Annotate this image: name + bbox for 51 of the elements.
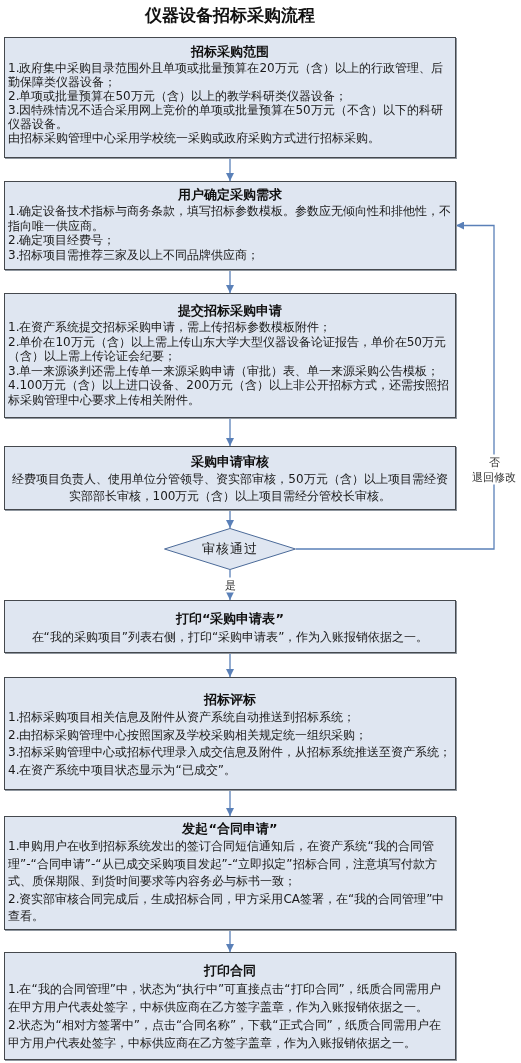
arrow xyxy=(226,417,234,447)
decision-diamond xyxy=(164,528,296,570)
arrow xyxy=(226,789,234,817)
step-heading: 用户确定采购需求 xyxy=(177,186,283,204)
diagram-title: 仪器设备招标采购流程 xyxy=(145,4,315,26)
step-heading: 打印合同 xyxy=(202,962,257,980)
process-box xyxy=(4,816,456,930)
step-text: 2.确定项目经费号； xyxy=(8,233,117,248)
step-text: 1.确定设备技术指标与商务条款，填写招标参数模板。参数应无倾向性和排他性，不指向唯一供应商。 xyxy=(8,204,452,233)
step-heading: 发起“合同申请” xyxy=(181,820,279,838)
step-heading: 提交招标采购申请 xyxy=(177,302,283,320)
arrow xyxy=(226,929,234,953)
step-text: 4.100万元（含）以上进口设备、200万元（含）以上非公开招标方式，还需按照招标采购管理中心要求上传相关附件。 xyxy=(8,378,451,407)
edge-label: 是 xyxy=(223,577,237,593)
step-heading: 招标采购范围 xyxy=(189,43,270,61)
note-text: 退回修改 xyxy=(471,469,517,485)
step-heading: 打印“采购申请表” xyxy=(174,610,286,628)
step-text: 由招标采购管理中心采用学校统一采购或政府采购方式进行招标采购。 xyxy=(8,131,381,145)
process-box xyxy=(4,293,456,418)
edge-label: 否 xyxy=(487,454,501,470)
step-text: 1.政府集中采购目录范围外且单项或批量预算在20万元（含）以上的行政管理、后勤保障类仪器设备； xyxy=(8,61,444,89)
step-heading: 采购申请审核 xyxy=(190,453,270,471)
step-text: 1.在“我的合同管理”中，状态为“执行中”可直接点击“打印合同”，纸质合同需用户在甲方用户代表处签字，中标供应商在乙方签字盖章，作为入账报销依据之一。 xyxy=(8,981,442,1016)
step-text: 2.单项或批量预算在50万元（含）以上的教学科研类仪器设备； xyxy=(8,89,348,103)
process-box xyxy=(4,952,456,1060)
step-text: 3.单一来源谈判还需上传单一来源采购申请（审批）表、单一来源采购公告模板； xyxy=(8,363,441,378)
step-text: 3.因特殊情况不适合采用网上竞价的单项或批量预算在50万元（不含）以下的科研仪器设备。 xyxy=(8,103,444,131)
process-box xyxy=(4,600,456,653)
step-heading: 招标评标 xyxy=(202,691,257,709)
arrow xyxy=(226,509,234,529)
arrow xyxy=(295,221,495,550)
step-text: 在“我的采购项目”列表右侧，打印“采购申请表”，作为入账报销依据之一。 xyxy=(30,629,430,646)
step-text: 2.状态为“相对方签署中”，点击“合同名称”，下载“正式合同”，纸质合同需用户在甲方用户代表处签字，中标供应商在乙方签字盖章，作为入账报销依据之一。 xyxy=(8,1017,442,1052)
arrow xyxy=(226,269,234,294)
process-box xyxy=(4,677,456,790)
step-text: 1.招标采购项目相关信息及附件从资产系统自动推送到招标系统； xyxy=(8,709,357,726)
step-text: 1.申购用户在收到招标系统发出的签订合同短信通知后，在资产系统“我的合同管理”-“合同申请”-“从已成交采购项目发起”-“立即拟定”招标合同，注意填写付款方式、质保期限、到货时间要求等内容务必与标书一致； xyxy=(8,838,438,890)
step-text: 3.招标采购管理中心或招标代理录入成交信息及附件，从招标系统推送至资产系统； xyxy=(8,744,452,761)
step-text: 经费项目负责人、使用单位分管领导、资实部审核，50万元（含）以上项目需经资实部部长审核，100万元（含）以上项目需经分管校长审核。 xyxy=(11,471,449,505)
arrow xyxy=(226,157,234,182)
arrow xyxy=(226,652,234,678)
process-box xyxy=(4,37,456,158)
decision-label: 审核通过 xyxy=(202,541,258,557)
step-text: 2.由招标采购管理中心按照国家及学校采购相关规定统一组织采购； xyxy=(8,726,369,744)
process-box xyxy=(4,446,456,510)
process-box xyxy=(4,181,456,270)
step-text: 4.在资产系统中项目状态显示为“已成交”。 xyxy=(8,761,237,779)
step-text: 3.招标项目需推荐三家及以上不同品牌供应商； xyxy=(8,247,261,262)
step-text: 1.在资产系统提交招标采购申请，需上传招标参数模板附件； xyxy=(8,320,333,335)
step-text: 2.资实部审核合同完成后，生成招标合同，甲方采用CA签署，在“我的合同管理”中查看。 xyxy=(8,890,446,925)
step-text: 2.单价在10万元（含）以上需上传山东大学大型仪器设备论证报告，单价在50万元（含）以上需上传论证会纪要； xyxy=(8,334,447,364)
